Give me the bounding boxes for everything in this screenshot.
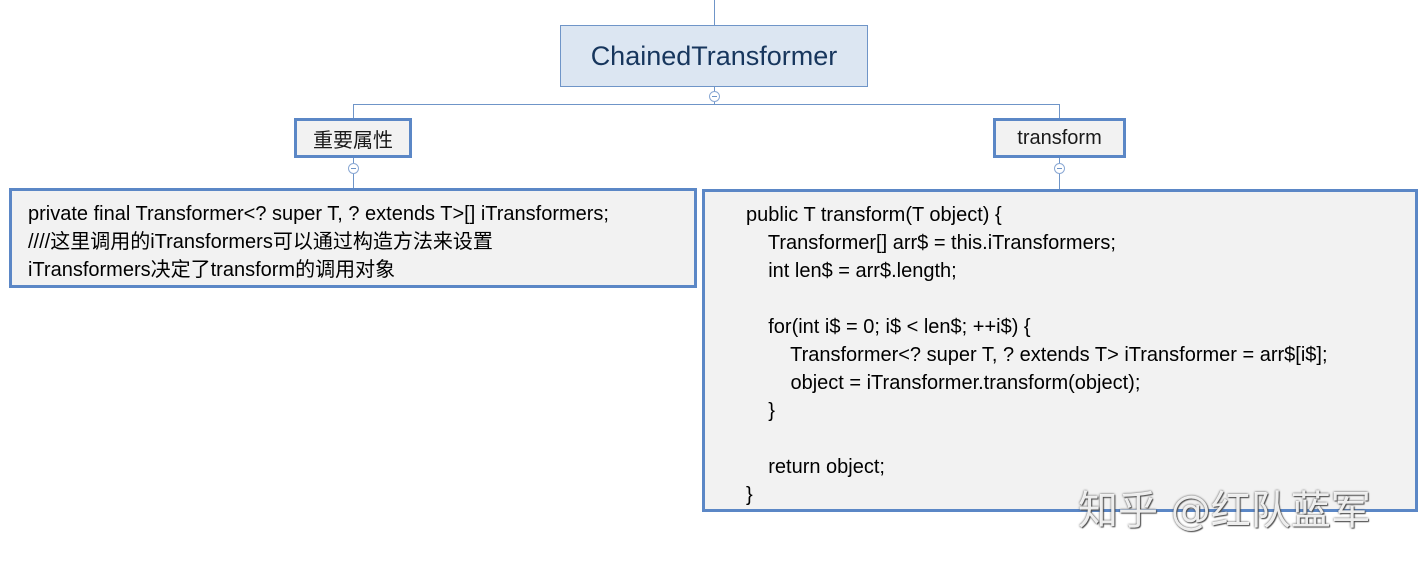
connector-left-down bbox=[353, 104, 354, 118]
code-line bbox=[746, 425, 1415, 453]
code-line: Transformer[] arr$ = this.iTransformers; bbox=[746, 232, 1116, 254]
watermark-text: 知乎 @红队蓝军 bbox=[1078, 488, 1371, 534]
code-line: int len$ = arr$.length; bbox=[746, 260, 957, 282]
connector-right-down bbox=[1059, 104, 1060, 118]
collapse-right-toggle[interactable] bbox=[1054, 163, 1065, 174]
code-line: ////这里调用的iTransformers可以通过构造方法来设置 bbox=[28, 231, 493, 253]
connector-horizontal bbox=[353, 104, 1060, 105]
code-line: public T transform(T object) { bbox=[746, 204, 1002, 226]
code-line bbox=[746, 285, 1415, 313]
connector-top bbox=[714, 0, 715, 25]
leaf-node-attributes-code[interactable]: private final Transformer<? super T, ? e… bbox=[9, 188, 697, 288]
code-line: object = iTransformer.transform(object); bbox=[746, 372, 1141, 394]
root-node-label: ChainedTransformer bbox=[590, 40, 838, 71]
branch-node-transform[interactable]: transform bbox=[993, 118, 1126, 158]
code-line: iTransformers决定了transform的调用对象 bbox=[28, 259, 396, 281]
root-node-chainedtransformer[interactable]: ChainedTransformer bbox=[560, 25, 868, 87]
branch-node-important-attributes[interactable]: 重要属性 bbox=[294, 118, 412, 158]
code-line: private final Transformer<? super T, ? e… bbox=[28, 203, 609, 225]
leaf-node-transform-code[interactable]: public T transform(T object) { Transform… bbox=[702, 189, 1418, 512]
code-line: Transformer<? super T, ? extends T> iTra… bbox=[746, 344, 1328, 366]
collapse-left-toggle[interactable] bbox=[348, 163, 359, 174]
branch-right-label: transform bbox=[1017, 126, 1102, 149]
code-line: for(int i$ = 0; i$ < len$; ++i$) { bbox=[746, 316, 1031, 338]
code-line: } bbox=[746, 484, 753, 506]
code-line: return object; bbox=[746, 456, 885, 478]
collapse-root-toggle[interactable] bbox=[709, 91, 720, 102]
code-line: } bbox=[746, 400, 775, 422]
branch-left-label: 重要属性 bbox=[313, 129, 393, 152]
